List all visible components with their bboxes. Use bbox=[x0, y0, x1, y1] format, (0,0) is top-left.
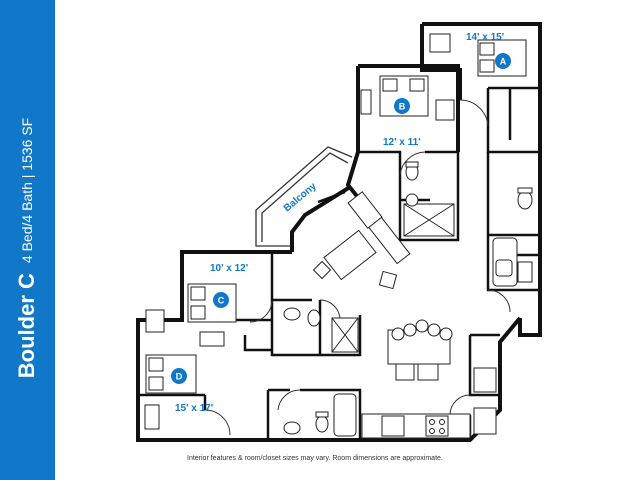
bedroom-a-badge-letter: A bbox=[500, 57, 507, 67]
disclaimer: Interior features & room/closet sizes ma… bbox=[187, 455, 443, 462]
interior-walls bbox=[138, 86, 540, 440]
bedroom-a-dimensions: 14' x 15' bbox=[466, 32, 504, 43]
bedroom-d-badge: D bbox=[171, 368, 187, 384]
bedroom-a-badge: A bbox=[495, 53, 511, 69]
door-swings bbox=[204, 99, 511, 436]
bedroom-d-dimensions: 15' x 17' bbox=[175, 403, 213, 414]
bedroom-b-badge: B bbox=[394, 98, 410, 114]
kitchen bbox=[361, 367, 497, 439]
bedroom-c-badge: C bbox=[213, 292, 229, 308]
bedroom-b-badge-letter: B bbox=[399, 102, 406, 112]
bedroom-b-dimensions: 12' x 11' bbox=[383, 137, 421, 148]
bedroom-c-dimensions: 10' x 12' bbox=[210, 263, 248, 274]
bath-fixtures bbox=[283, 161, 533, 437]
sidebar: Boulder C4 Bed/4 Bath | 1536 SF bbox=[0, 0, 55, 480]
living-furniture bbox=[312, 191, 411, 290]
bedroom-c-badge-letter: C bbox=[218, 296, 225, 306]
bedroom-d-badge-letter: D bbox=[176, 372, 183, 382]
dining-set bbox=[387, 319, 453, 381]
balcony bbox=[255, 146, 353, 247]
